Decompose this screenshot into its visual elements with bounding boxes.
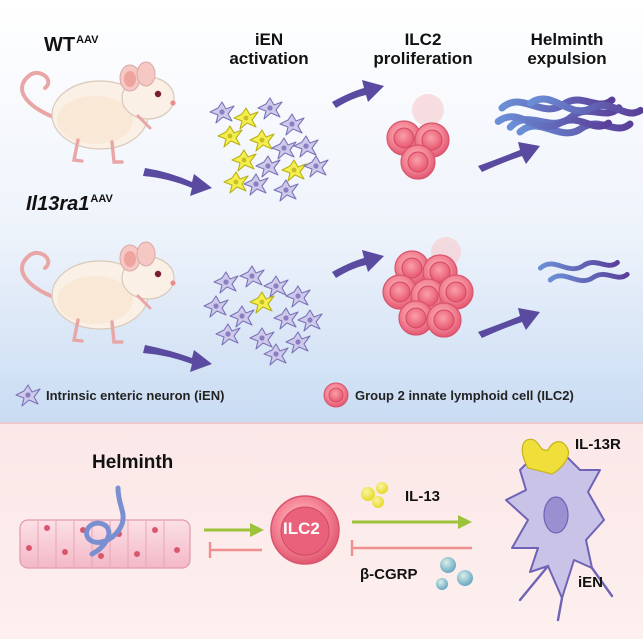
ko-mouse [19,240,178,344]
ko-worm-cluster [540,263,627,281]
cgrp-molecules [436,557,473,590]
inhibitory-line-helminth [208,542,262,558]
ilc2-cell-label: ILC2 [283,519,320,538]
wt-ilc2-cluster [386,94,450,180]
cgrp-label: β-CGRP [360,566,418,583]
wt-worm-cluster [498,95,640,133]
ko-ilc2-cluster [382,237,474,338]
wt-genotype-label: WTAAV [44,34,99,56]
top-panel [0,0,643,422]
stage-ilc2-proliferation: ILC2 proliferation [373,30,473,68]
ko-neuron-cluster [203,265,323,366]
activating-arrow-il13 [352,515,472,529]
stage-helminth-expulsion: Helminth expulsion [527,30,607,68]
helminth-worm [84,485,126,557]
flow-arrows [143,80,540,372]
legend-ien-label: Intrinsic enteric neuron (iEN) [46,388,225,403]
ien-neuron [505,451,614,622]
il13r-label: IL-13R [575,436,621,453]
il13-molecules [361,482,388,508]
il13-label: IL-13 [405,488,441,505]
stage-ien-activation: iEN activation [229,30,309,68]
ilc2-cell [270,495,340,565]
legend-ilc2-label: Group 2 innate lymphoid cell (ILC2) [355,388,574,403]
helminth-label: Helminth [92,452,174,473]
il13r-receptor [521,438,569,475]
inhibitory-line-cgrp [350,540,472,556]
wt-mouse [19,60,178,164]
legend-ilc2-icon [323,382,349,408]
legend-neuron-icon [15,384,41,407]
wt-neuron-cluster [209,97,329,202]
activating-arrow-helminth [204,523,264,537]
ko-genotype-label: Il13ra1AAV [26,193,113,215]
ien-label: iEN [578,574,604,591]
